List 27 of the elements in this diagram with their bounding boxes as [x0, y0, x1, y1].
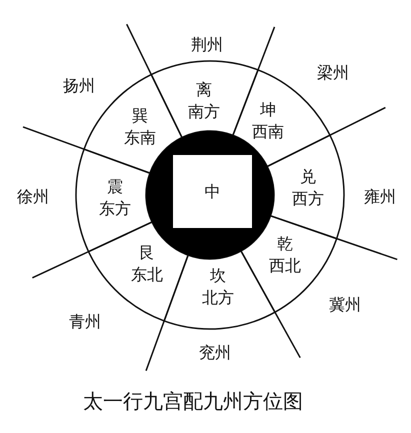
trigram-label: 艮 — [139, 245, 155, 261]
direction-label: 北方 — [202, 290, 234, 306]
trigram-label: 震 — [107, 179, 123, 195]
direction-label: 西北 — [269, 258, 301, 274]
region-label: 冀州 — [329, 297, 361, 313]
region-label: 兖州 — [199, 345, 231, 361]
direction-label: 南方 — [188, 104, 220, 120]
trigram-label: 巽 — [132, 108, 148, 124]
center-square — [173, 155, 252, 228]
direction-label: 西方 — [292, 191, 324, 207]
center-label: 中 — [204, 184, 220, 200]
region-label: 青州 — [69, 314, 101, 330]
direction-label: 东方 — [99, 201, 131, 217]
trigram-label: 坤 — [260, 102, 276, 118]
region-label: 扬州 — [63, 78, 95, 94]
trigram-label: 乾 — [277, 236, 293, 252]
caption: 太一行九宫配九州方位图 — [83, 391, 303, 411]
trigram-label: 兑 — [300, 169, 316, 185]
region-label: 梁州 — [317, 65, 349, 81]
trigram-label: 坎 — [210, 268, 226, 284]
direction-label: 西南 — [252, 124, 284, 140]
region-label: 雍州 — [364, 189, 396, 205]
direction-label: 东北 — [131, 267, 163, 283]
region-label: 荆州 — [191, 37, 223, 53]
direction-label: 东南 — [124, 130, 156, 146]
region-label: 徐州 — [17, 189, 49, 205]
trigram-label: 离 — [196, 82, 212, 98]
